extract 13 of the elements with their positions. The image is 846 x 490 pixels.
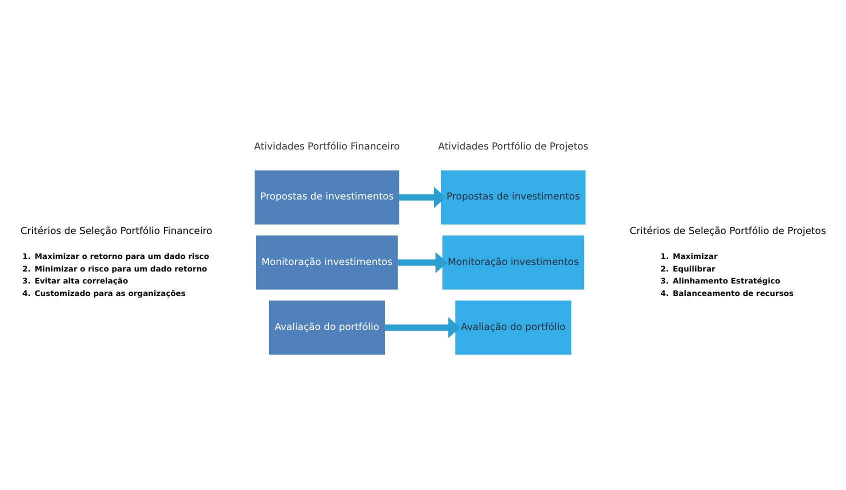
arrow (398, 252, 448, 274)
node-box: Avaliação do portfólio (455, 300, 572, 355)
arrow (384, 317, 460, 338)
label: Atividades Portfólio Financeiro (254, 141, 400, 152)
arrow (398, 186, 446, 208)
node-box: Avaliação do portfólio (268, 300, 385, 355)
label: Critérios de Seleção Portfólio de Projetos (630, 226, 826, 238)
node-box: Monitoração investimentos (442, 236, 584, 290)
node-box: Monitoração investimentos (256, 236, 398, 290)
node-box: Propostas de investimentos (254, 170, 400, 225)
label: Atividades Portfólio de Projetos (438, 141, 588, 152)
label: Critérios de Seleção Portfólio Financeiro (20, 226, 212, 238)
node-box: Propostas de investimentos (441, 170, 586, 225)
